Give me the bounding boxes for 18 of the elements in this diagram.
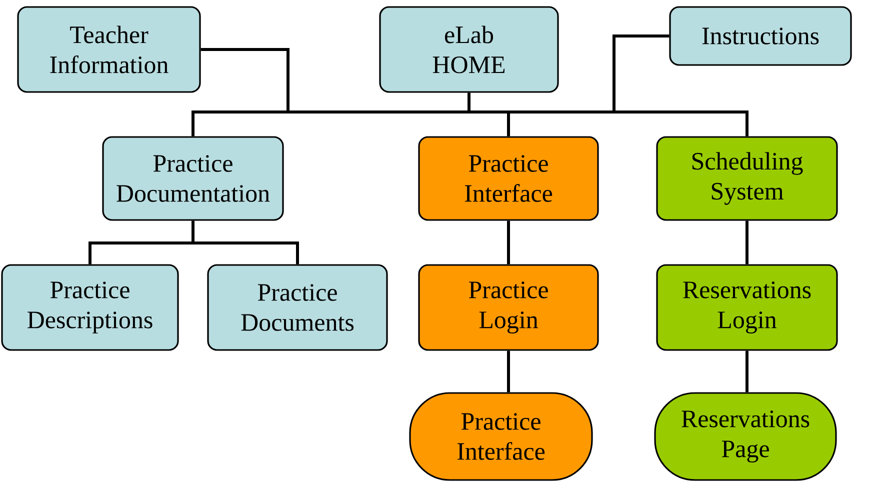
rounded-box: Reservations Login [656, 264, 838, 351]
connector-line [507, 350, 510, 392]
connector-line [192, 34, 748, 138]
rounded-box: Practice Documents [207, 264, 388, 351]
connector-line [746, 350, 748, 392]
rounded-box: Practice Login [418, 264, 599, 351]
rounded-box: Practice Interface [418, 136, 599, 221]
rounded-box: Practice Documentation [102, 136, 284, 221]
connector-line [746, 220, 748, 264]
rounded-box: eLab HOME [379, 6, 559, 93]
rounded-box: Scheduling System [656, 136, 838, 221]
rounded-end-box: Reservations Page [654, 392, 837, 481]
rounded-box: Teacher Information [17, 6, 201, 93]
rounded-box: Practice Descriptions [1, 264, 179, 351]
connector-line [507, 220, 510, 264]
rounded-end-box: Practice Interface [409, 392, 593, 481]
connector-line [88, 219, 299, 266]
rounded-box: Instructions [669, 6, 852, 66]
